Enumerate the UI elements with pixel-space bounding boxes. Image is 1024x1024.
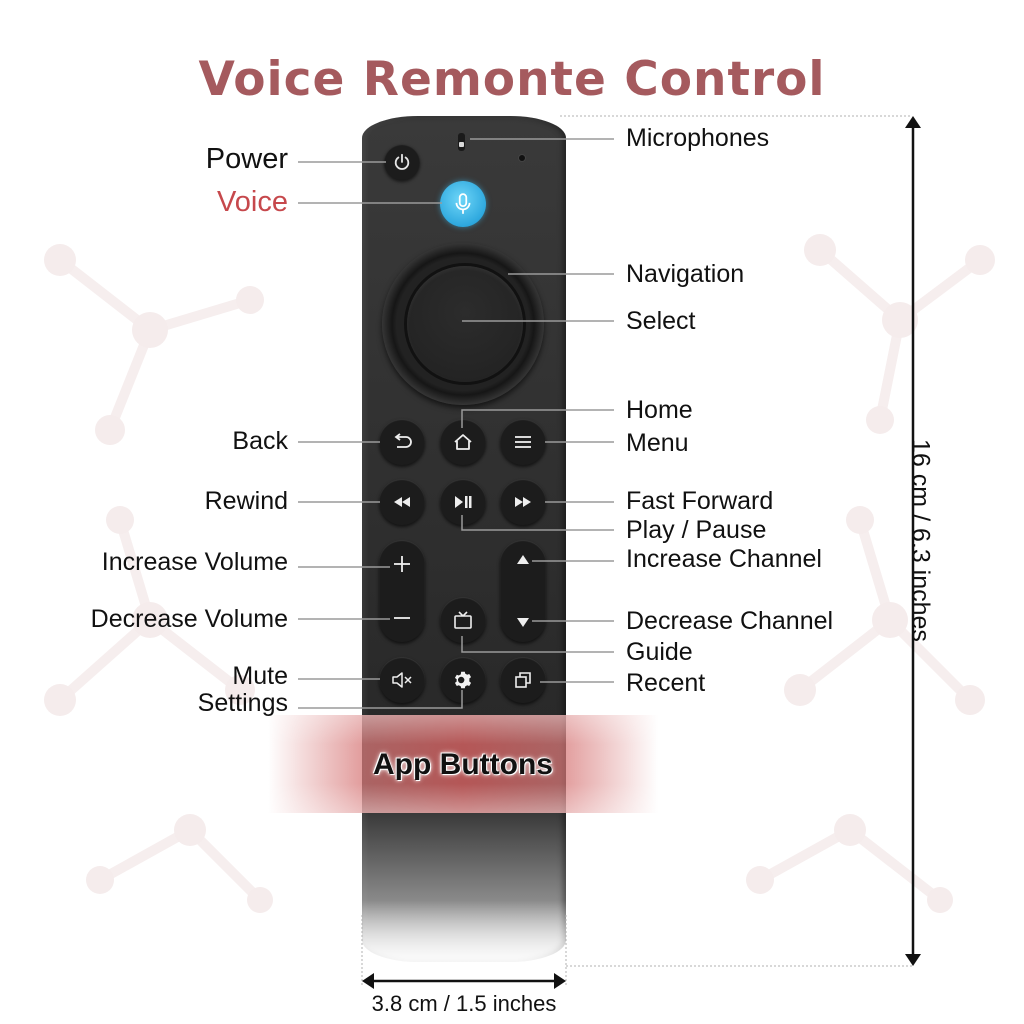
width-dimension-label: 3.8 cm / 1.5 inches	[371, 991, 557, 1016]
microphone-hole	[519, 155, 525, 161]
label-guide: Guide	[626, 638, 693, 666]
label-settings: Settings	[197, 689, 288, 717]
volume-down-button[interactable]	[390, 606, 414, 630]
label-voice: Voice	[217, 186, 288, 218]
back-arrow-icon	[394, 433, 412, 448]
page-title: Voice Remonte Control	[198, 52, 826, 107]
label-navigation: Navigation	[626, 260, 745, 288]
label-decrease-channel: Decrease Channel	[626, 607, 834, 635]
label-decrease-volume: Decrease Volume	[90, 605, 288, 633]
triangle-up-icon	[517, 555, 529, 564]
power-icon	[394, 153, 410, 170]
label-menu: Menu	[626, 429, 689, 457]
rewind-icon	[394, 497, 410, 507]
label-increase-volume: Increase Volume	[101, 548, 288, 576]
recent-button[interactable]	[500, 657, 546, 703]
app-buttons-label: App Buttons	[373, 748, 553, 781]
power-button[interactable]	[384, 144, 420, 180]
mute-icon	[392, 672, 412, 688]
height-dimension-label: 16 cm / 6.3 inches	[906, 439, 935, 642]
settings-button[interactable]	[440, 657, 486, 703]
microphone-icon	[455, 193, 471, 214]
label-power: Power	[205, 143, 288, 175]
minus-icon	[394, 617, 410, 619]
label-recent: Recent	[626, 669, 706, 697]
play-pause-icon	[455, 496, 472, 508]
volume-up-button[interactable]	[390, 552, 414, 576]
label-rewind: Rewind	[204, 487, 288, 515]
recent-apps-icon	[515, 672, 531, 688]
plus-icon	[394, 556, 410, 572]
menu-icon	[515, 436, 531, 448]
home-button[interactable]	[440, 419, 486, 465]
tv-icon	[454, 611, 472, 629]
rewind-button[interactable]	[379, 479, 425, 525]
label-play-pause: Play / Pause	[626, 516, 767, 544]
back-button[interactable]	[379, 419, 425, 465]
microphone-slot	[458, 133, 465, 151]
home-icon	[454, 434, 472, 450]
channel-up-button[interactable]	[513, 552, 533, 568]
label-home: Home	[626, 396, 693, 424]
voice-button[interactable]	[440, 181, 486, 227]
remote-bottom-fade	[362, 900, 566, 966]
play-pause-button[interactable]	[440, 479, 486, 525]
menu-button[interactable]	[500, 419, 546, 465]
select-button[interactable]	[407, 266, 523, 382]
label-back: Back	[232, 427, 288, 455]
guide-button[interactable]	[440, 597, 486, 643]
label-increase-channel: Increase Channel	[626, 545, 822, 573]
gear-icon	[454, 671, 472, 689]
mute-button[interactable]	[379, 657, 425, 703]
label-microphones: Microphones	[626, 124, 770, 152]
channel-down-button[interactable]	[513, 614, 533, 630]
fast-forward-button[interactable]	[500, 479, 546, 525]
label-select: Select	[626, 307, 696, 335]
fast-forward-icon	[515, 497, 531, 507]
app-buttons-band	[268, 715, 658, 813]
label-mute: Mute	[232, 662, 288, 690]
triangle-down-icon	[517, 618, 529, 627]
label-fast-forward: Fast Forward	[626, 487, 774, 515]
